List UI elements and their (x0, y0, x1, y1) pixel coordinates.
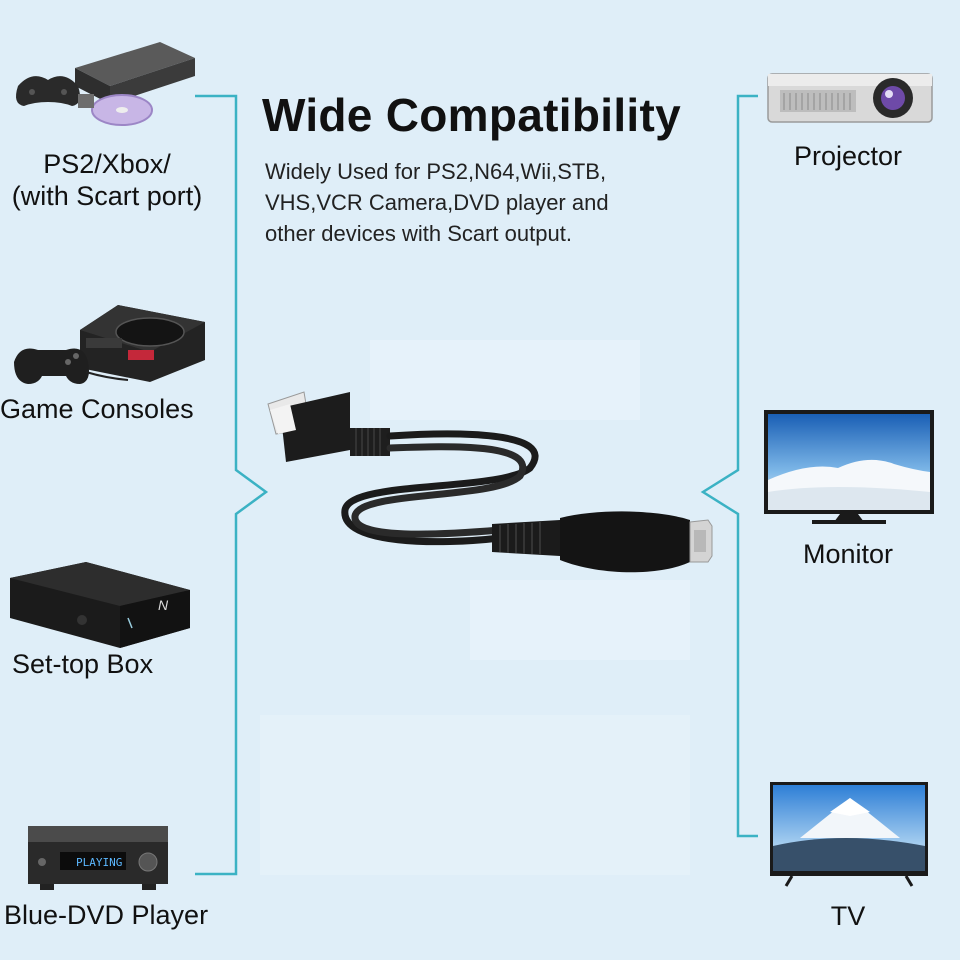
device-label-line: TV (830, 901, 866, 931)
device-label-line: Game Consoles (0, 394, 194, 424)
dvd-player-icon: PLAYING (28, 826, 168, 890)
background-panel (260, 715, 690, 875)
page-title: Wide Compatibility (262, 89, 681, 141)
game-console-icon (14, 305, 205, 384)
device-label-projector: Projector (760, 140, 936, 172)
device-label-ps2: PS2/Xbox/ (with Scart port) (0, 148, 214, 212)
device-label-monitor: Monitor (760, 538, 936, 570)
device-label-game-consoles: Game Consoles (0, 393, 214, 425)
ps2-console-icon (16, 42, 195, 126)
device-label-set-top-box: Set-top Box (12, 648, 212, 680)
svg-text:N: N (158, 597, 169, 613)
right-bracket (700, 94, 758, 838)
device-label-line: Set-top Box (12, 649, 154, 679)
device-label-line: PS2/Xbox/ (43, 149, 171, 179)
subtitle-line: other devices with Scart output. (265, 221, 572, 246)
set-top-box-icon: N (10, 562, 190, 648)
left-bracket (195, 94, 269, 876)
monitor-icon (764, 410, 934, 524)
device-label-line: Projector (793, 141, 903, 171)
device-label-line: Monitor (802, 539, 894, 569)
device-label-line: Blue-DVD Player (4, 900, 209, 930)
background-panel (470, 580, 690, 660)
page-subtitle: Widely Used for PS2,N64,Wii,STB, VHS,VCR… (265, 156, 685, 249)
device-label-line: (with Scart port) (11, 181, 203, 211)
scart-hdmi-cable (267, 391, 713, 573)
player-display-text: PLAYING (76, 856, 122, 869)
tv-icon (770, 782, 928, 887)
background-panel (370, 340, 640, 420)
device-label-dvd-player: Blue-DVD Player (4, 899, 244, 931)
subtitle-line: VHS,VCR Camera,DVD player and (265, 190, 609, 215)
projector-icon (767, 73, 933, 123)
device-label-tv: TV (760, 900, 936, 932)
subtitle-line: Widely Used for PS2,N64,Wii,STB, (265, 159, 607, 184)
